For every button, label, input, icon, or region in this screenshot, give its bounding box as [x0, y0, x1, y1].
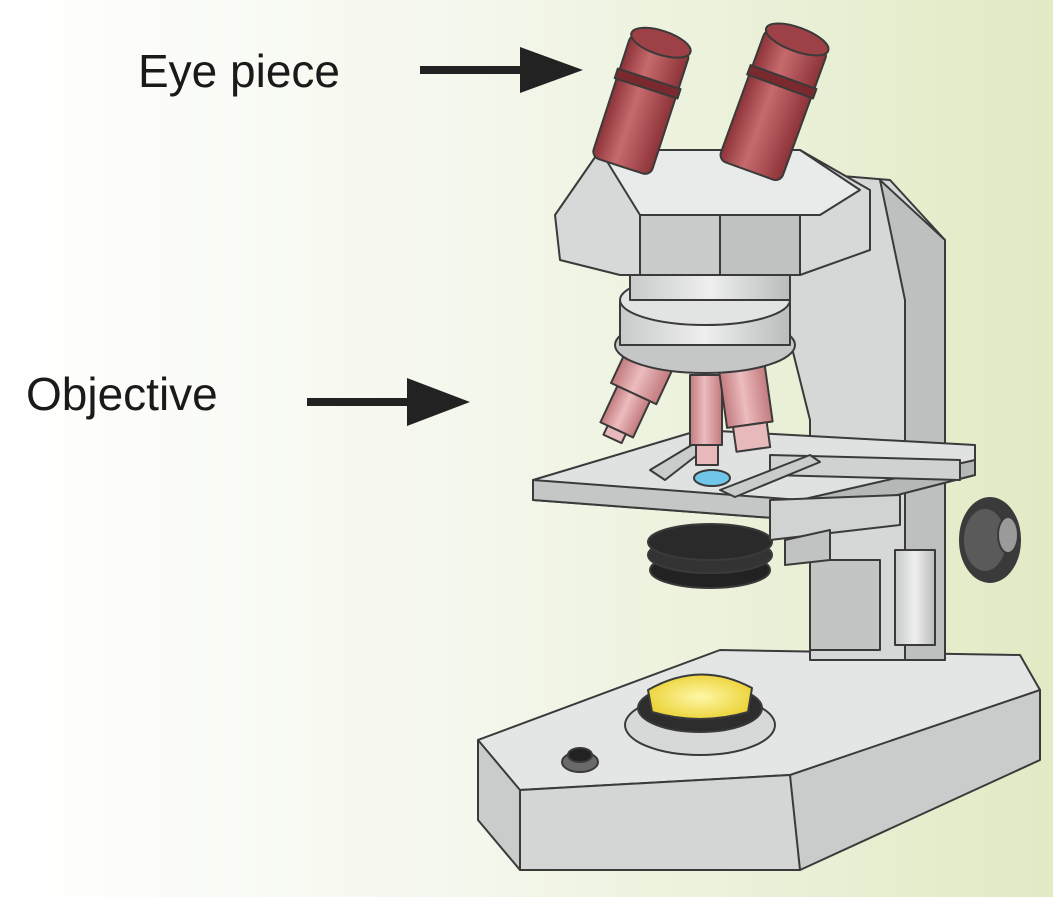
condenser [648, 524, 772, 588]
microscope-head [555, 150, 870, 275]
eyepiece-label: Eye piece [138, 48, 340, 94]
objective-label: Objective [26, 371, 218, 417]
